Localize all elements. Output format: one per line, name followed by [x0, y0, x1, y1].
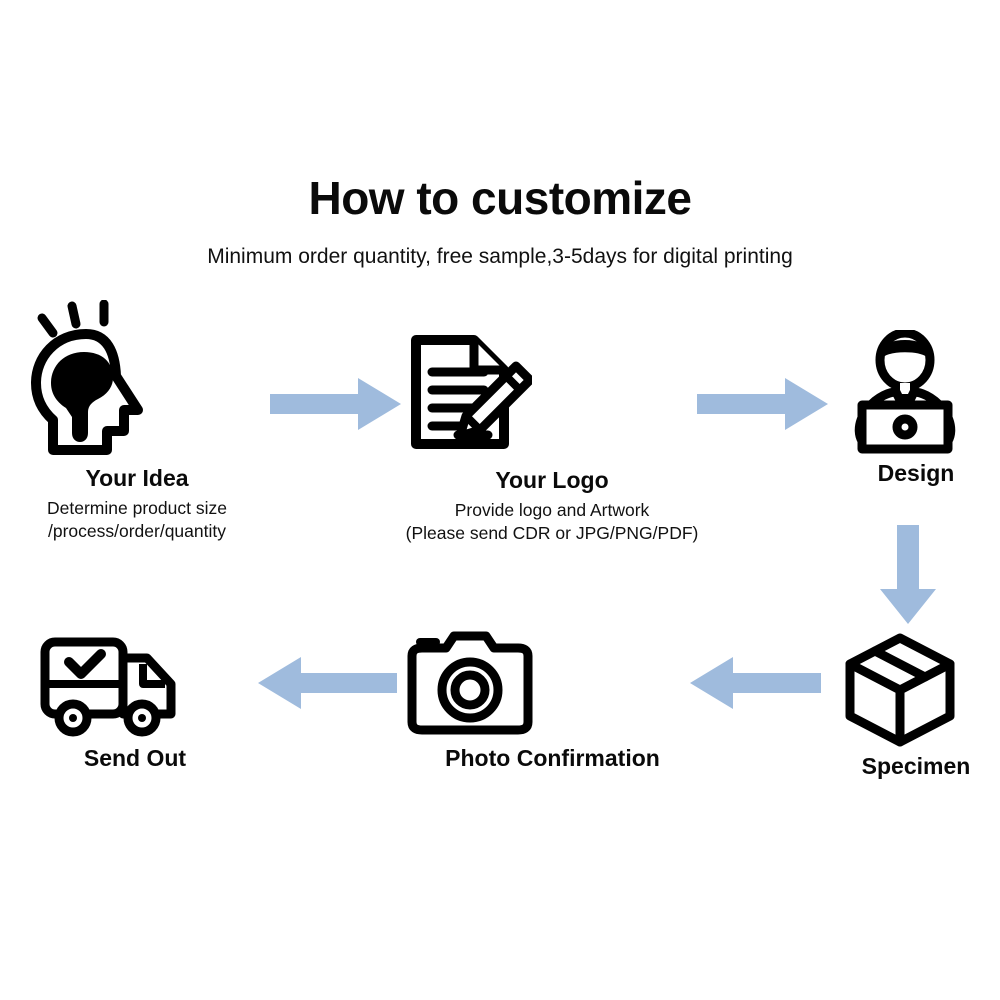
arrow-left-icon	[690, 655, 822, 711]
page-title: How to customize	[308, 172, 692, 224]
step-your-idea: Your Idea Determine product size /proces…	[12, 300, 262, 543]
step-your-logo: Your Logo Provide logo and Artwork (Plea…	[392, 322, 712, 545]
step-label: Your Idea	[85, 465, 189, 491]
step-description-line1: Provide logo and Artwork	[454, 500, 650, 521]
box-package-icon	[840, 628, 992, 748]
document-pencil-icon	[392, 322, 712, 462]
person-laptop-icon	[840, 330, 992, 455]
page-subtitle: Minimum order quantity, free sample,3-5d…	[207, 245, 793, 268]
arrow-down-icon	[878, 525, 938, 625]
step-label: Design	[877, 460, 955, 486]
step-label: Photo Confirmation	[445, 745, 660, 771]
head-lightbulb-icon	[12, 300, 262, 460]
step-description-line2: (Please send CDR or JPG/PNG/PDF)	[405, 523, 699, 544]
step-photo-confirmation: Photo Confirmation	[400, 628, 705, 770]
step-description: Provide logo and Artwork (Please send CD…	[392, 499, 712, 545]
step-label: Your Logo	[495, 467, 609, 493]
delivery-truck-check-icon	[35, 628, 235, 740]
step-description: Determine product size /process/order/qu…	[12, 497, 262, 543]
step-specimen: Specimen	[840, 628, 992, 778]
camera-icon	[400, 628, 705, 740]
step-description-line1: Determine product size	[47, 498, 227, 519]
step-label: Specimen	[861, 753, 971, 779]
arrow-right-icon	[270, 376, 402, 432]
step-send-out: Send Out	[35, 628, 235, 770]
step-label: Send Out	[83, 745, 187, 771]
arrow-left-icon	[258, 655, 398, 711]
step-design: Design	[840, 330, 992, 485]
arrow-right-icon	[697, 376, 829, 432]
step-description-line2: /process/order/quantity	[47, 521, 226, 542]
